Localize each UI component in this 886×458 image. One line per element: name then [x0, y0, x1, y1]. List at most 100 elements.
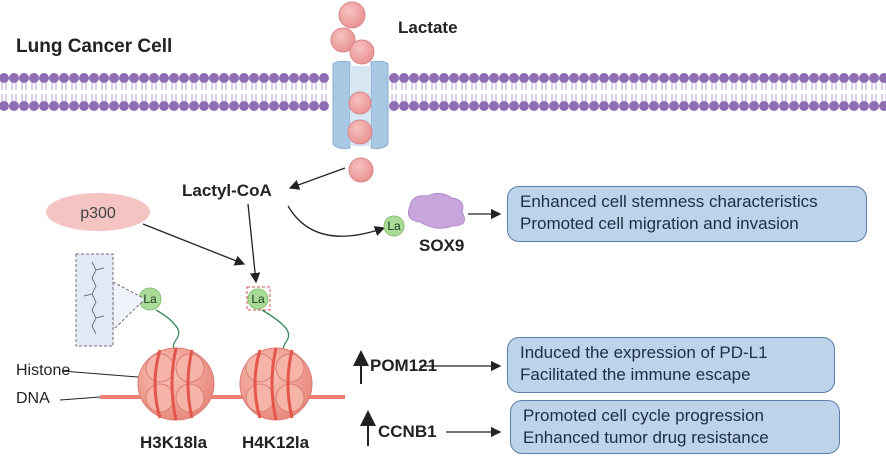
phospholipid-head — [269, 101, 279, 111]
la-label: La — [143, 292, 157, 306]
nucleosome-h3 — [137, 347, 215, 421]
phospholipid-head — [399, 73, 409, 83]
phospholipid-head — [189, 101, 199, 111]
phospholipid-head — [709, 73, 719, 83]
phospholipid-head — [89, 101, 99, 111]
phospholipid-head — [249, 73, 259, 83]
la-label: La — [251, 292, 265, 306]
phospholipid-head — [289, 73, 299, 83]
la-group-sox9 — [383, 215, 405, 237]
phospholipid-head — [719, 73, 729, 83]
phospholipid-head — [9, 101, 19, 111]
phospholipid-head — [739, 73, 749, 83]
phospholipid-head — [499, 73, 509, 83]
phospholipid-head — [799, 73, 809, 83]
phospholipid-head — [629, 73, 639, 83]
phospholipid-head — [319, 73, 329, 83]
phospholipid-head — [479, 101, 489, 111]
phospholipid-head — [449, 73, 459, 83]
cell-membrane — [0, 73, 886, 111]
phospholipid-head — [239, 73, 249, 83]
phospholipid-head — [119, 73, 129, 83]
phospholipid-head — [239, 101, 249, 111]
phospholipid-head — [779, 101, 789, 111]
phospholipid-head — [639, 101, 649, 111]
phospholipid-head — [649, 73, 659, 83]
phospholipid-head — [609, 73, 619, 83]
histone-label-line — [61, 370, 151, 379]
phospholipid-head — [619, 73, 629, 83]
phospholipid-head — [439, 73, 449, 83]
phospholipid-head — [579, 101, 589, 111]
phospholipid-head — [279, 73, 289, 83]
phospholipid-head — [289, 101, 299, 111]
lactate-molecule — [348, 157, 374, 183]
phospholipid-head — [159, 101, 169, 111]
phospholipid-head — [709, 101, 719, 111]
pom121-effect-1: Induced the expression of PD-L1 — [520, 343, 768, 362]
phospholipid-head — [819, 101, 829, 111]
phospholipid-head — [689, 101, 699, 111]
phospholipid-head — [489, 73, 499, 83]
phospholipid-head — [299, 101, 309, 111]
phospholipid-head — [859, 73, 869, 83]
phospholipid-head — [469, 101, 479, 111]
phospholipid-head — [829, 73, 839, 83]
phospholipid-head — [609, 101, 619, 111]
phospholipid-head — [679, 73, 689, 83]
phospholipid-head — [199, 101, 209, 111]
phospholipid-head — [129, 101, 139, 111]
phospholipid-head — [429, 73, 439, 83]
phospholipid-head — [859, 101, 869, 111]
phospholipid-head — [729, 101, 739, 111]
phospholipid-head — [29, 101, 39, 111]
phospholipid-head — [849, 73, 859, 83]
phospholipid-head — [549, 73, 559, 83]
la-label: La — [387, 219, 401, 233]
dna-label-line — [59, 396, 101, 401]
phospholipid-head — [839, 101, 849, 111]
lactate-molecule — [347, 119, 373, 145]
arrow-p300-to-la — [142, 223, 246, 266]
phospholipid-head — [509, 101, 519, 111]
phospholipid-head — [409, 73, 419, 83]
phospholipid-head — [659, 73, 669, 83]
phospholipid-head — [109, 101, 119, 111]
phospholipid-head — [779, 73, 789, 83]
phospholipid-head — [179, 101, 189, 111]
phospholipid-head — [459, 101, 469, 111]
phospholipid-head — [129, 73, 139, 83]
h4k12la-label: H4K12la — [242, 433, 310, 452]
sox9-effect-2: Promoted cell migration and invasion — [520, 214, 799, 233]
phospholipid-head — [599, 73, 609, 83]
phospholipid-head — [0, 73, 9, 83]
phospholipid-head — [689, 73, 699, 83]
phospholipid-head — [69, 101, 79, 111]
phospholipid-head — [9, 73, 19, 83]
phospholipid-head — [679, 101, 689, 111]
histone-tail — [155, 309, 180, 353]
nucleosome-h4 — [239, 347, 313, 421]
phospholipid-head — [39, 101, 49, 111]
histone-label: Histone — [16, 362, 71, 379]
cell-title: Lung Cancer Cell — [16, 36, 173, 57]
phospholipid-head — [259, 73, 269, 83]
phospholipid-head — [759, 101, 769, 111]
phospholipid-head — [419, 73, 429, 83]
phospholipid-head — [59, 101, 69, 111]
p300-enzyme — [46, 193, 150, 231]
phospholipid-head — [99, 101, 109, 111]
phospholipid-head — [839, 73, 849, 83]
phospholipid-head — [139, 101, 149, 111]
phospholipid-head — [469, 73, 479, 83]
phospholipid-head — [389, 73, 399, 83]
phospholipid-head — [299, 73, 309, 83]
phospholipid-head — [159, 73, 169, 83]
phospholipid-head — [519, 73, 529, 83]
phospholipid-head — [659, 101, 669, 111]
p300-label: p300 — [80, 205, 116, 222]
sox9-effects-box: Enhanced cell stemness characteristics P… — [507, 186, 867, 242]
phospholipid-head — [259, 101, 269, 111]
phospholipid-head — [589, 101, 599, 111]
